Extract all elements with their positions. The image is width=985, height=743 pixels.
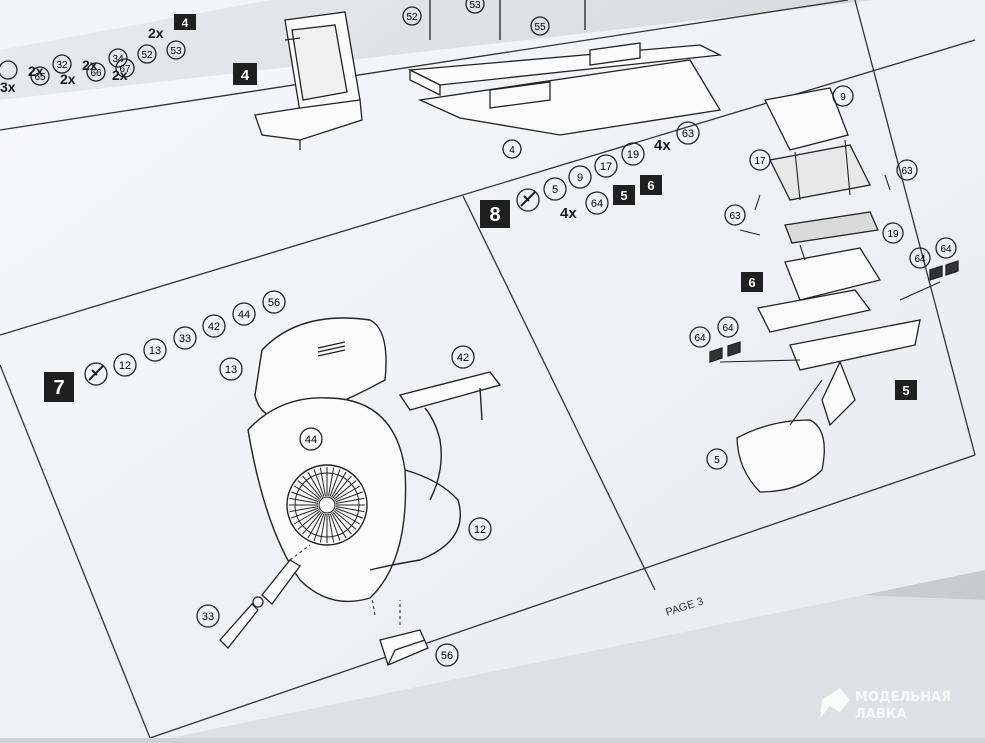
svg-text:65: 65 [34, 72, 46, 83]
callout-64-b: 64 [940, 244, 952, 255]
row1-mult-3: 2x [148, 25, 164, 41]
svg-text:42: 42 [208, 321, 220, 333]
callout-63-left: 63 [729, 211, 741, 222]
top-sheet [0, 0, 270, 50]
svg-text:12: 12 [119, 360, 131, 372]
svg-text:53: 53 [170, 46, 182, 57]
floor-assembly [407, 0, 723, 136]
step-7-parts-list: 12 13 33 42 44 56 [113, 290, 286, 377]
callout-5: 5 [714, 455, 720, 466]
callout-17: 17 [754, 156, 766, 167]
svg-text:67: 67 [119, 64, 131, 75]
shop-watermark: МОДЕЛЬНАЯ ЛАВКА [820, 688, 951, 722]
callout-9: 9 [840, 92, 846, 103]
callout-55: 55 [534, 22, 546, 33]
step-8-parts-list: 5 9 17 19 4x 63 4x 64 5 6 [543, 121, 700, 222]
callout-64-d: 64 [722, 323, 734, 334]
header-strip: 2x 32 2x 34 52 53 2x 4 3x 65 2x 66 2x 67 [0, 14, 196, 95]
glue-icon [516, 188, 540, 212]
svg-text:8: 8 [489, 204, 500, 226]
svg-text:5: 5 [620, 188, 627, 203]
svg-text:17: 17 [600, 161, 612, 173]
svg-text:5: 5 [552, 184, 558, 196]
box-5 [895, 380, 917, 400]
svg-text:52: 52 [141, 50, 153, 61]
svg-text:5: 5 [902, 383, 909, 398]
radial-engine-drawing [286, 464, 368, 546]
callout-44: 44 [305, 434, 317, 446]
svg-text:63: 63 [682, 128, 694, 140]
glue-icon [84, 362, 108, 386]
callout-4: 4 [509, 145, 515, 156]
svg-text:9: 9 [577, 172, 583, 184]
callout-52: 52 [406, 12, 418, 23]
row2-mult-2: 2x [60, 71, 76, 87]
svg-text:44: 44 [238, 309, 250, 321]
callout-12: 12 [474, 524, 486, 536]
svg-text:32: 32 [56, 60, 68, 71]
mult-4x-63: 4x [654, 137, 671, 154]
svg-text:13: 13 [149, 345, 161, 357]
engine-spokes [289, 467, 365, 543]
svg-text:66: 66 [90, 68, 102, 79]
row2-mult-1: 3x [0, 79, 16, 95]
svg-text:34: 34 [112, 54, 124, 65]
svg-text:6: 6 [647, 178, 654, 193]
step-4-panel: 4 52 53 55 4 [233, 0, 723, 159]
svg-text:33: 33 [179, 333, 191, 345]
callout-33: 33 [202, 611, 214, 623]
svg-text:7: 7 [53, 377, 64, 399]
callout-56: 56 [441, 650, 453, 662]
part-32 [52, 54, 72, 74]
svg-text:МОДЕЛЬНАЯ: МОДЕЛЬНАЯ [855, 690, 951, 705]
svg-text:4: 4 [241, 67, 250, 84]
row1-box: 4 [182, 16, 189, 30]
callout-13: 13 [225, 364, 237, 376]
svg-text:ЛАВКА: ЛАВКА [855, 707, 906, 722]
svg-text:56: 56 [268, 297, 280, 309]
assembly-arrows [719, 139, 941, 426]
callout-64-a: 64 [914, 254, 926, 265]
part-56-drawing [379, 629, 429, 666]
callout-53: 53 [469, 0, 481, 11]
box-6 [741, 272, 763, 292]
step-7-number-box [44, 372, 74, 402]
callout-64-c: 64 [694, 333, 706, 344]
callout-63-right: 63 [901, 166, 913, 177]
svg-text:64: 64 [591, 198, 603, 210]
step-7-panel: 7 12 13 33 42 44 56 [44, 290, 502, 667]
assembly-guide-lines [289, 544, 401, 625]
cockpit-exploded-drawing [709, 87, 959, 493]
callout-19: 19 [887, 229, 899, 240]
step-4-number-box [233, 63, 257, 85]
step-8-number-box [480, 200, 510, 228]
mult-4x-64: 4x [560, 205, 577, 222]
propeller-drawing [219, 559, 301, 649]
step-8-panel: 8 5 9 17 19 4x 63 4x 64 5 6 [480, 85, 959, 493]
watermark-logo-icon [820, 688, 850, 718]
svg-text:19: 19 [627, 149, 639, 161]
seat-drawing [254, 11, 363, 150]
callout-42: 42 [457, 352, 469, 364]
svg-text:6: 6 [748, 275, 755, 290]
